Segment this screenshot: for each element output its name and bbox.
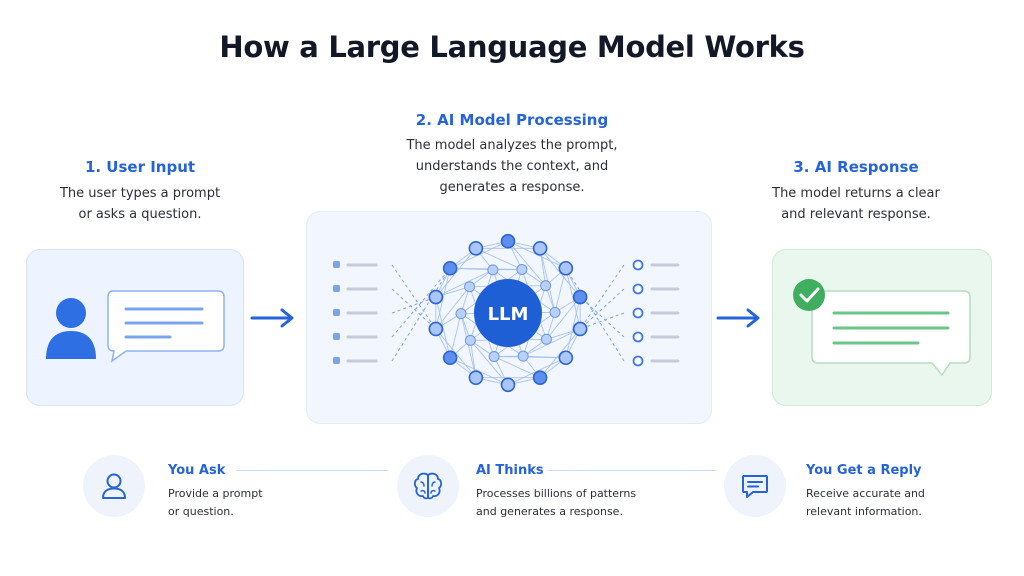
- bottom-description-you-ask: Provide a prompt or question.: [168, 485, 318, 521]
- bottom-description-line: relevant information.: [806, 505, 922, 518]
- network-node: [532, 241, 548, 256]
- step-3-description-line: The model returns a clear: [772, 186, 940, 201]
- output-token-marker: [632, 355, 644, 367]
- prompt-speech-bubble: [107, 290, 225, 363]
- check-icon: [793, 279, 825, 311]
- network-node: [558, 260, 574, 276]
- bottom-title-ai-thinks: AI Thinks: [476, 463, 544, 478]
- divider-line: [548, 470, 716, 471]
- network-node: [540, 333, 552, 345]
- network-node: [428, 321, 444, 337]
- network-node: [516, 263, 528, 275]
- bottom-description-line: Provide a prompt: [168, 487, 263, 500]
- bottom-title-you-ask: You Ask: [168, 463, 226, 478]
- step-2-description-line: understands the context, and: [415, 159, 609, 174]
- user-icon: [102, 473, 126, 499]
- network-node: [468, 241, 484, 256]
- arrow-right-icon: [716, 308, 760, 328]
- step-2-description-line: generates a response.: [439, 180, 585, 195]
- network-node: [558, 350, 574, 366]
- step-2-heading: 2. AI Model Processing: [415, 111, 609, 129]
- page-title: How a Large Language Model Works: [219, 30, 805, 64]
- llm-core-node: LLM: [474, 279, 542, 347]
- llm-label: LLM: [488, 304, 529, 325]
- step-2-description-line: The model analyzes the prompt,: [406, 138, 618, 153]
- input-token-marker: [333, 261, 340, 268]
- network-node: [488, 351, 500, 363]
- input-token-marker: [333, 285, 340, 292]
- network-node: [500, 377, 516, 393]
- output-token-marker: [632, 283, 644, 295]
- user-input-illustration: [46, 290, 225, 363]
- bottom-description-line: or question.: [168, 505, 234, 518]
- bottom-description-you-get-a-reply: Receive accurate and relevant informatio…: [806, 485, 966, 521]
- input-token-marker: [333, 357, 340, 364]
- step-3-heading: 3. AI Response: [793, 158, 919, 176]
- response-speech-bubble: [811, 290, 971, 377]
- network-node: [572, 289, 588, 305]
- you-get-a-reply-icon-badge: [724, 455, 786, 517]
- output-token-marker: [632, 307, 644, 319]
- network-node: [572, 321, 588, 337]
- network-node: [500, 233, 516, 249]
- input-output-tokens: [333, 259, 680, 367]
- network-node: [442, 350, 458, 366]
- step-3-description: The model returns a clear and relevant r…: [746, 183, 966, 225]
- you-ask-icon-badge: [83, 455, 145, 517]
- network-node: [532, 370, 548, 385]
- arrow-right-icon: [250, 308, 294, 328]
- chat-icon: [742, 475, 768, 498]
- step-1-heading: 1. User Input: [84, 158, 196, 176]
- input-token-marker: [333, 309, 340, 316]
- network-node: [455, 308, 467, 320]
- network-node: [549, 306, 561, 318]
- brain-icon: [413, 472, 443, 500]
- bottom-description-line: Processes billions of patterns: [476, 487, 637, 500]
- step-1-description-line: or asks a question.: [78, 207, 202, 222]
- bottom-description-line: and generates a response.: [476, 505, 623, 518]
- user-avatar-icon: [46, 298, 96, 359]
- input-token-marker: [333, 333, 340, 340]
- network-node: [464, 334, 476, 346]
- step-1-description: The user types a prompt or asks a questi…: [30, 183, 250, 225]
- network-node: [464, 281, 476, 293]
- bottom-title-you-get-a-reply: You Get a Reply: [806, 463, 922, 478]
- output-token-marker: [632, 331, 644, 343]
- network-node: [487, 264, 499, 276]
- neural-network-diagram: LLM: [333, 233, 680, 393]
- ai-thinks-icon-badge: [397, 455, 459, 517]
- response-illustration: [793, 279, 971, 377]
- network-node: [442, 260, 458, 276]
- step-1-description-line: The user types a prompt: [59, 186, 221, 201]
- output-token-marker: [632, 259, 644, 271]
- network-node: [517, 350, 529, 362]
- network-node: [468, 370, 484, 385]
- network-node: [428, 289, 444, 305]
- step-2-description: The model analyzes the prompt, understan…: [362, 135, 662, 198]
- bottom-description-line: Receive accurate and: [806, 487, 925, 500]
- divider-line: [236, 470, 388, 471]
- bottom-description-ai-thinks: Processes billions of patterns and gener…: [476, 485, 656, 521]
- network-node: [540, 280, 552, 292]
- step-3-description-line: and relevant response.: [781, 207, 931, 222]
